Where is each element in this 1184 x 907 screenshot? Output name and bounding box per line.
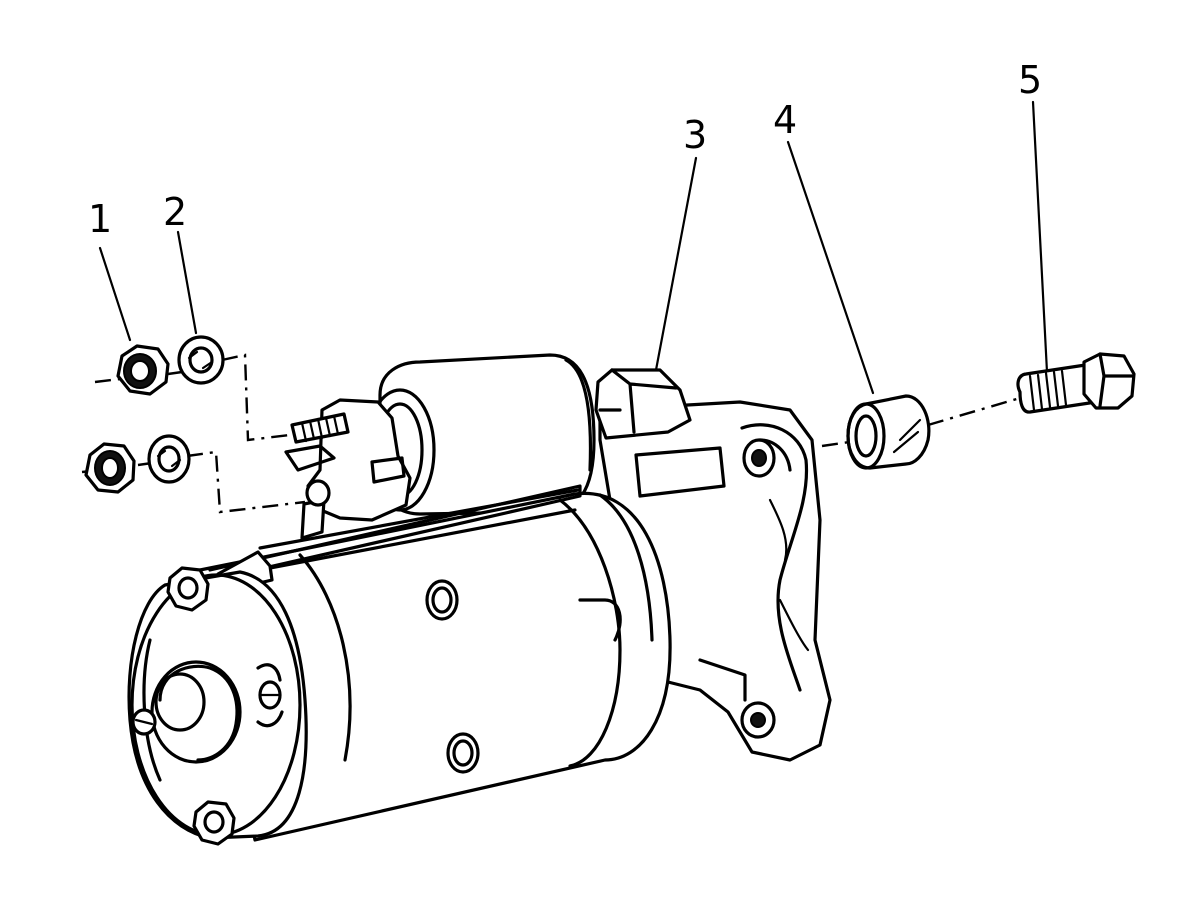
washer-upper xyxy=(177,335,225,385)
nut-upper xyxy=(116,344,170,396)
leader-1 xyxy=(98,246,132,342)
stud-lower xyxy=(300,479,331,540)
callout-2: 2 xyxy=(163,190,187,234)
bracket-hole-lower xyxy=(740,701,776,739)
end-cap-screw-right xyxy=(258,680,282,710)
leader-5 xyxy=(1031,100,1049,374)
washer-lower xyxy=(147,434,191,484)
bushing xyxy=(846,394,931,470)
axis-upper-stud xyxy=(94,353,291,442)
connector-block xyxy=(594,368,692,440)
through-bolt-lower xyxy=(192,800,236,846)
barrel-screw-lower xyxy=(446,732,480,774)
callout-4: 4 xyxy=(773,98,797,142)
stud-upper xyxy=(290,412,350,444)
callout-1: 1 xyxy=(88,197,112,241)
starter-motor xyxy=(127,353,832,846)
bearing-boss xyxy=(150,660,242,764)
callout-3: 3 xyxy=(683,113,707,157)
nut-lower xyxy=(84,442,136,494)
callout-5: 5 xyxy=(1018,58,1042,102)
leader-2 xyxy=(176,230,198,335)
bolt xyxy=(1016,352,1136,414)
through-bolt-upper xyxy=(166,566,210,612)
bracket-hole-upper xyxy=(742,438,776,478)
leader-lines xyxy=(98,100,1049,395)
leader-4 xyxy=(786,140,875,395)
barrel-screw-upper xyxy=(425,579,459,621)
tie-rod xyxy=(208,484,582,582)
end-cap-screw-left xyxy=(131,708,157,736)
leader-3 xyxy=(654,156,698,372)
